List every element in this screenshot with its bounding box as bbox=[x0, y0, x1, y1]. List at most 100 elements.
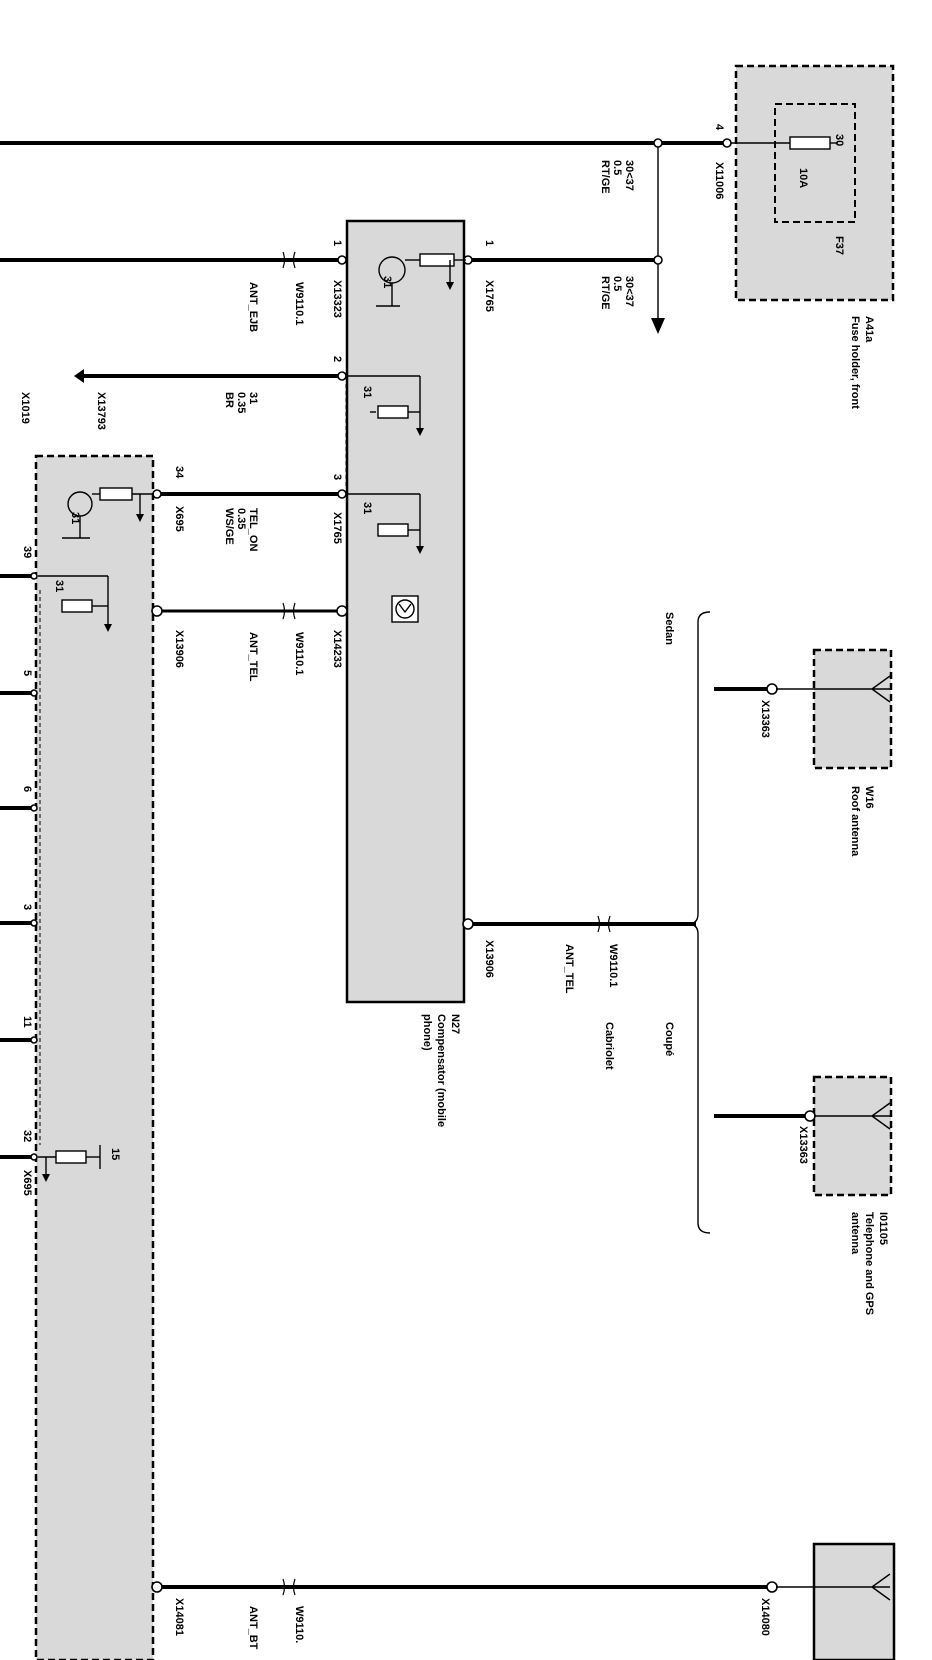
connector-x13363-b bbox=[804, 1110, 816, 1122]
connector-label: X13363 bbox=[759, 700, 771, 738]
connector-x14233 bbox=[336, 605, 348, 617]
connector-label: X14081 bbox=[173, 1598, 185, 1636]
pin-label: 11 bbox=[21, 1016, 33, 1028]
control-arrow-34 bbox=[136, 514, 144, 522]
pin-label: 3 bbox=[21, 904, 33, 910]
connector-label: X695 bbox=[173, 506, 185, 532]
wire-spec: WS/GE bbox=[223, 508, 235, 545]
signal-label: ANT_TEL bbox=[247, 632, 259, 682]
ground-label: 31 bbox=[361, 386, 373, 398]
wire-spec: 0.35 bbox=[235, 392, 247, 413]
wire-spec: 31 bbox=[247, 392, 259, 404]
pin-label: 32 bbox=[21, 1130, 33, 1142]
connector-x695-a bbox=[152, 489, 162, 499]
compensator-arrow bbox=[446, 282, 454, 290]
ground-arrow-pin3 bbox=[416, 546, 424, 554]
ground-arrow-39 bbox=[104, 624, 112, 632]
wire-spec: RT/GE bbox=[599, 160, 611, 194]
fuse-holder-id: A41a bbox=[863, 316, 875, 343]
bt-antenna-box bbox=[812, 1542, 896, 1660]
wire-spec: 0.5 bbox=[611, 276, 623, 291]
pin-label: 1 bbox=[331, 240, 343, 246]
ground-label: 31 bbox=[381, 276, 393, 288]
compensator-name: Compensator (mobile bbox=[435, 1014, 447, 1127]
ground-label: 31 bbox=[69, 512, 81, 524]
tel-gps-antenna-id: I01105 bbox=[877, 1212, 889, 1245]
wire-spec: TEL_ON bbox=[247, 508, 259, 551]
compensator-box bbox=[345, 219, 466, 1004]
ground-label: 31 bbox=[361, 502, 373, 514]
antenna-icon bbox=[776, 675, 891, 703]
wire-spec: 30<37 bbox=[623, 276, 635, 307]
pin-label: 2 bbox=[331, 356, 343, 362]
roof-antenna-name: Roof antenna bbox=[849, 786, 861, 857]
pin-label: 1 bbox=[483, 240, 495, 246]
pin-label: 5 bbox=[21, 670, 33, 676]
splice-bottom bbox=[653, 255, 663, 265]
connector-label: X13906 bbox=[173, 630, 185, 668]
wire-spec: 0.5 bbox=[611, 160, 623, 175]
shield-markers bbox=[282, 251, 611, 1596]
compensator-id: N27 bbox=[449, 1014, 461, 1034]
variant-brace bbox=[687, 611, 711, 1234]
shield-label: W9110.1 bbox=[607, 944, 619, 987]
variant-cabriolet: Cabriolet bbox=[603, 1022, 615, 1070]
connector-label: X13793 bbox=[95, 392, 107, 430]
wire-spec: 30<37 bbox=[623, 160, 635, 191]
control-resistor-39 bbox=[38, 575, 109, 626]
connector-x11006 bbox=[722, 138, 732, 148]
ground-terminal bbox=[74, 369, 84, 383]
compensator-transistor bbox=[376, 253, 466, 307]
control-transistor bbox=[62, 487, 154, 539]
connector-pin2 bbox=[337, 371, 347, 381]
tel-gps-antenna-name: antenna bbox=[849, 1212, 861, 1255]
connector-label: X14233 bbox=[331, 630, 343, 668]
connector-label: X13323 bbox=[331, 280, 343, 318]
fuse-holder-box bbox=[734, 64, 895, 302]
wire-spec: 0.35 bbox=[235, 508, 247, 529]
connector-x14080 bbox=[766, 1581, 778, 1593]
fuse-inner-box bbox=[774, 103, 856, 223]
ground-label: 31 bbox=[53, 580, 65, 592]
connector-x13323 bbox=[337, 255, 347, 265]
compensator-resistor-pin3 bbox=[346, 493, 421, 548]
antenna-icon bbox=[814, 1102, 891, 1130]
pin-label: 6 bbox=[21, 786, 33, 792]
tel-gps-antenna-name: Telephone and GPS bbox=[863, 1212, 875, 1315]
compensator-resistor-pin2 bbox=[346, 375, 421, 430]
wire-spec: RT/GE bbox=[599, 276, 611, 310]
variant-sedan: Sedan bbox=[663, 612, 675, 645]
shield-label: W9110. bbox=[293, 1606, 305, 1643]
wire-spec: BR bbox=[223, 392, 235, 408]
fuse-pin: 30 bbox=[833, 134, 845, 146]
connector-label: X13363 bbox=[797, 1126, 809, 1164]
connector-label: X11006 bbox=[713, 162, 725, 199]
pin-label: 4 bbox=[713, 124, 725, 131]
fuse-holder-name: Fuse holder, front bbox=[849, 316, 861, 409]
signal-label: ANT_BT bbox=[247, 1606, 259, 1650]
splice-top bbox=[653, 138, 663, 148]
connector-label: X13906 bbox=[483, 940, 495, 978]
control-arrow-32 bbox=[42, 1174, 50, 1182]
ground-arrow-pin2 bbox=[416, 428, 424, 436]
continuation-arrow bbox=[651, 318, 665, 334]
connector-x13906-b bbox=[462, 918, 474, 930]
connector-label: X1765 bbox=[483, 280, 495, 312]
pin-label: 34 bbox=[173, 466, 185, 479]
control-unit-box bbox=[34, 454, 155, 1660]
signal-label: ANT_EJB bbox=[247, 282, 259, 332]
connector-label: X14080 bbox=[759, 1598, 771, 1636]
shield-label: W9110.1 bbox=[293, 632, 305, 675]
connector-label: X1019 bbox=[19, 392, 31, 424]
tel-gps-antenna-box bbox=[812, 1075, 893, 1197]
connector-x13906-a bbox=[151, 605, 163, 617]
connector-label: X695 bbox=[21, 1170, 33, 1196]
fuse-rating: 10A bbox=[797, 168, 809, 188]
connector-label: X1765 bbox=[331, 512, 343, 544]
pin-label: 39 bbox=[21, 546, 33, 558]
compensator-name: phone) bbox=[421, 1014, 433, 1051]
connector-x1765-b bbox=[337, 489, 347, 499]
connector-x13363-a bbox=[766, 683, 778, 695]
roof-antenna-id: W16 bbox=[863, 786, 875, 809]
